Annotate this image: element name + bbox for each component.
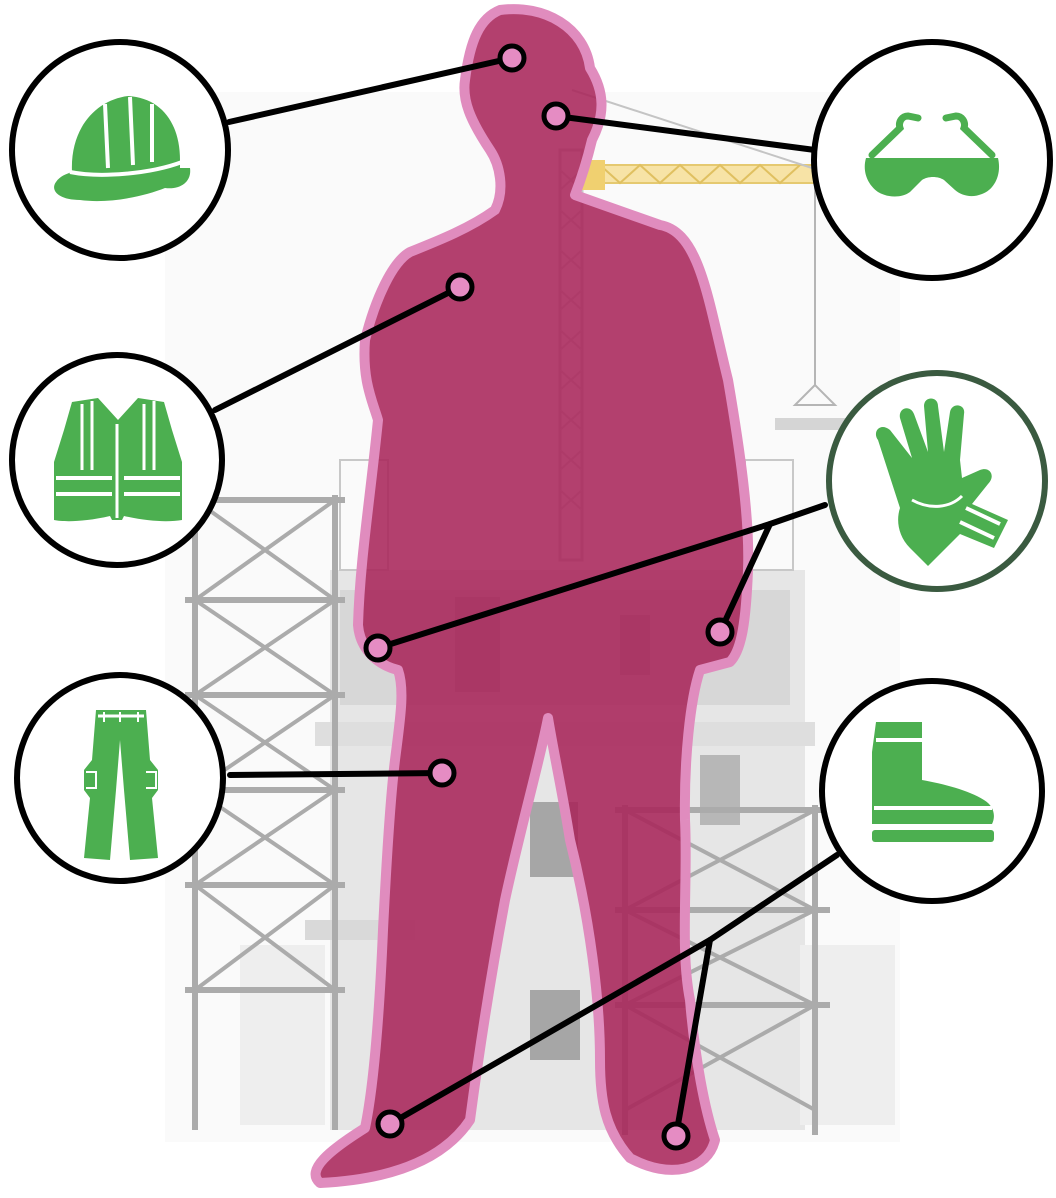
- connector-boots-branch: [673, 937, 713, 1139]
- pin-left-hand: [363, 633, 393, 663]
- ppe-safety-boots: [819, 678, 1045, 904]
- work-trousers-icon: [84, 710, 158, 860]
- ppe-work-trousers: [14, 672, 226, 884]
- connector-trousers: [227, 770, 445, 778]
- connector-gloves-branch: [717, 521, 773, 635]
- connector-safety-glasses: [553, 113, 818, 153]
- ppe-safety-glasses: [811, 39, 1053, 281]
- safety-glasses-icon: [864, 112, 1000, 197]
- pin-legs: [427, 758, 457, 788]
- safety-vest-icon: [54, 398, 182, 522]
- hard-hat-icon: [54, 96, 191, 202]
- pin-right-foot: [661, 1121, 691, 1151]
- body-pins: [363, 43, 735, 1151]
- connector-lines: [212, 55, 840, 1139]
- pin-left-foot: [375, 1109, 405, 1139]
- pin-head: [497, 43, 527, 73]
- work-glove-icon: [875, 398, 1008, 566]
- connector-vest: [212, 284, 463, 413]
- pin-torso: [445, 272, 475, 302]
- ppe-circle: [14, 672, 226, 884]
- ppe-vest: [9, 352, 225, 568]
- connector-hard-hat: [226, 55, 515, 125]
- pin-right-hand: [705, 617, 735, 647]
- pin-eyes: [541, 101, 571, 131]
- ppe-hard-hat: [9, 39, 231, 261]
- safety-boot-icon: [872, 722, 994, 842]
- ppe-work-gloves: [826, 370, 1048, 592]
